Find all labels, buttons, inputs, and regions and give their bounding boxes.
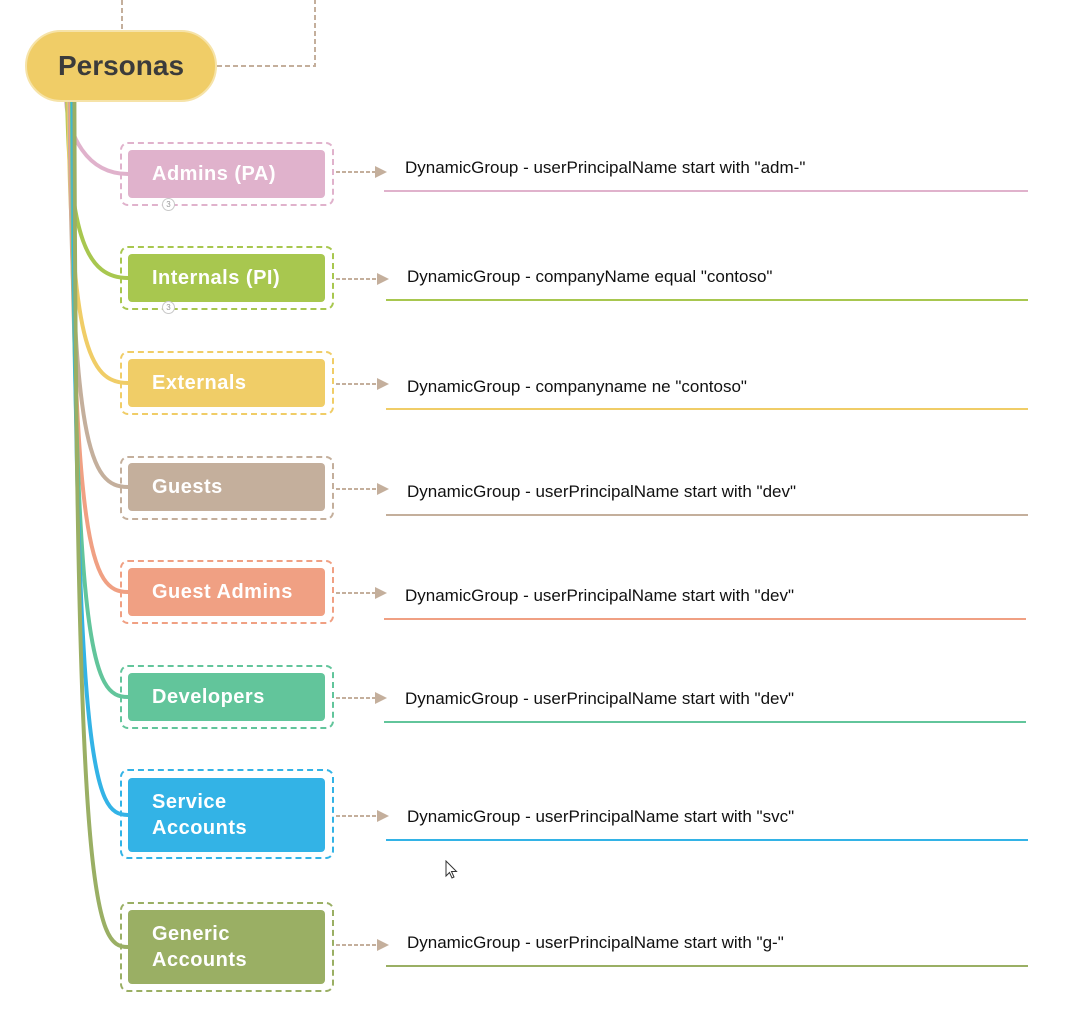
node-frame-developers bbox=[120, 665, 334, 729]
root-node-personas[interactable]: Personas bbox=[25, 30, 217, 102]
persona-node-label: Developers bbox=[152, 686, 265, 708]
rule-underline bbox=[384, 618, 1026, 620]
arrowhead-icon bbox=[377, 810, 389, 822]
persona-node-label: Externals bbox=[152, 372, 247, 394]
rule-text-generic-accounts[interactable]: DynamicGroup - userPrincipalName start w… bbox=[407, 933, 784, 952]
persona-node-admins-pa[interactable]: Admins (PA) bbox=[128, 150, 325, 198]
rule-text-guests[interactable]: DynamicGroup - userPrincipalName start w… bbox=[407, 482, 797, 501]
persona-node-label: Admins (PA) bbox=[152, 163, 277, 185]
persona-node-developers[interactable]: Developers bbox=[128, 673, 325, 721]
root-node-label: Personas bbox=[57, 50, 185, 81]
rule-text-externals[interactable]: DynamicGroup - companyname ne "contoso" bbox=[407, 377, 747, 396]
arrowhead-icon bbox=[377, 483, 389, 495]
node-frame-guest-admins bbox=[120, 560, 334, 624]
node-frame-guests bbox=[120, 456, 334, 520]
persona-node-guest-admins[interactable]: Guest Admins bbox=[128, 568, 325, 616]
arrowhead-icon bbox=[375, 587, 387, 599]
collapse-count-badge[interactable]: 3 bbox=[162, 198, 175, 211]
rule-underline bbox=[386, 514, 1028, 516]
persona-node-internals-pi[interactable]: Internals (PI) bbox=[128, 254, 325, 302]
rule-text-admins-pa[interactable]: DynamicGroup - userPrincipalName start w… bbox=[405, 158, 806, 177]
rule-underline bbox=[386, 839, 1028, 841]
branch-generic-accounts bbox=[72, 98, 130, 949]
rule-underline bbox=[386, 965, 1028, 967]
rule-text-developers[interactable]: DynamicGroup - userPrincipalName start w… bbox=[405, 689, 795, 708]
persona-node-label: Service Accounts bbox=[152, 791, 248, 839]
persona-node-label: Guests bbox=[152, 476, 223, 498]
parent-connector bbox=[121, 0, 316, 67]
rule-text-guest-admins[interactable]: DynamicGroup - userPrincipalName start w… bbox=[405, 586, 795, 605]
arrowhead-icon bbox=[375, 166, 387, 178]
collapse-count-badge[interactable]: 3 bbox=[162, 301, 175, 314]
arrowhead-icon bbox=[375, 692, 387, 704]
persona-node-label: Generic Accounts bbox=[152, 923, 248, 971]
rule-underline bbox=[386, 408, 1028, 410]
persona-node-generic-accounts[interactable]: Generic Accounts bbox=[128, 910, 325, 984]
arrowhead-icon bbox=[377, 273, 389, 285]
rule-underline bbox=[386, 299, 1028, 301]
arrowhead-icon bbox=[377, 378, 389, 390]
persona-node-guests[interactable]: Guests bbox=[128, 463, 325, 511]
persona-node-service-accounts[interactable]: Service Accounts bbox=[128, 778, 325, 852]
arrowhead-icon bbox=[377, 939, 389, 951]
rule-underline bbox=[384, 721, 1026, 723]
node-frame-admins-pa bbox=[120, 142, 334, 206]
node-frame-externals bbox=[120, 351, 334, 415]
rule-text-internals-pi[interactable]: DynamicGroup - companyName equal "contos… bbox=[407, 267, 773, 286]
persona-node-externals[interactable]: Externals bbox=[128, 359, 325, 407]
mouse-cursor-icon bbox=[445, 860, 458, 879]
rule-text-service-accounts[interactable]: DynamicGroup - userPrincipalName start w… bbox=[407, 807, 795, 826]
persona-node-label: Internals (PI) bbox=[152, 267, 281, 289]
node-frame-service-accounts bbox=[120, 769, 334, 859]
rule-underline bbox=[384, 190, 1028, 192]
persona-node-label: Guest Admins bbox=[152, 581, 293, 603]
node-frame-generic-accounts bbox=[120, 902, 334, 992]
node-frame-internals-pi bbox=[120, 246, 334, 310]
